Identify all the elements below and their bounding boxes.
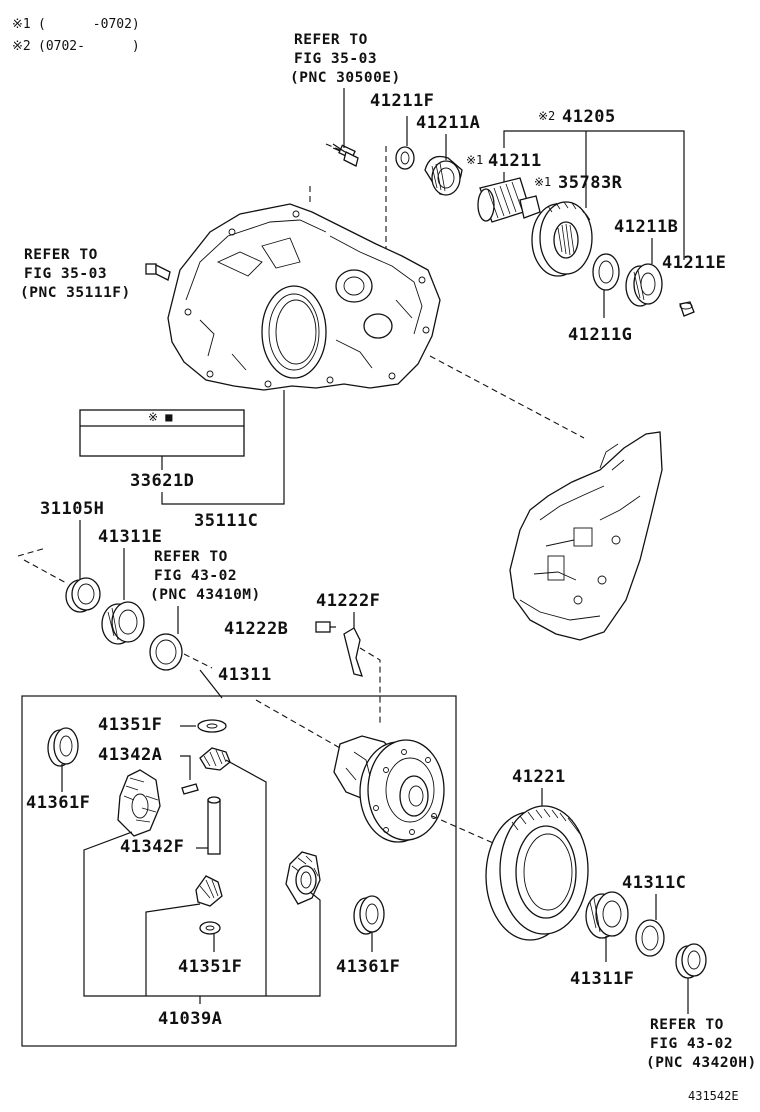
label-41351F-bottom[interactable]: 41351F [178,957,242,977]
label-41221[interactable]: 41221 [512,767,566,787]
label-41211-mark: ※1 [466,153,483,167]
label-41205-mark: ※2 [538,109,555,123]
label-41211B[interactable]: 41211B [614,217,678,237]
label-41211F-top[interactable]: 41211F [370,91,434,111]
figure-id: 431542E [688,1089,739,1103]
label-41311F[interactable]: 41311F [570,969,634,989]
label-41222F[interactable]: 41222F [316,591,380,611]
bearing-41311F-icon [585,891,629,939]
pin-41342A-icon [181,783,199,795]
effectivity-notes: ※1 ( -0702) ※2 (0702- ) [12,17,140,54]
shaft-gear-41211-icon [477,177,541,223]
note-1-range: ( -0702) [38,17,140,32]
label-41342A[interactable]: 41342A [98,745,162,765]
label-35783R-mark: ※1 [534,175,551,189]
ref-bottom-line1: REFER TO [650,1017,724,1033]
label-41205[interactable]: 41205 [562,107,616,127]
differential-case-icon [333,735,445,843]
lock-plate-41222F-icon [343,627,363,677]
ref-middle-line3: (PNC 43410M) [150,587,261,603]
transmission-assembly-icon [509,431,663,641]
bolt-top-icon [332,143,359,167]
seal-31105H-icon [65,577,101,613]
label-plate-33621D-icon: ※ ■ [79,409,245,457]
reference-bottom[interactable]: REFER TO FIG 43-02 (PNC 43420H) [646,1017,757,1071]
shim-ring-icon [149,633,183,671]
seal-41211F-top-icon [395,146,415,170]
transaxle-case-icon [167,203,441,391]
bearing-41211B-icon [625,263,663,307]
note-2-mark: ※2 [12,39,31,54]
label-41311[interactable]: 41311 [218,665,272,685]
pinion-shaft-41342F-icon [207,796,221,855]
label-41351F-top[interactable]: 41351F [98,715,162,735]
ref-left-line1: REFER TO [24,247,98,263]
bearing-41311E-icon [101,601,145,645]
note-2-range: (0702- ) [38,39,140,54]
label-35783R[interactable]: 35783R [558,173,623,193]
label-31105H[interactable]: 31105H [40,499,104,519]
ref-left-line3: (PNC 35111F) [20,285,131,301]
label-41211E[interactable]: 41211E [662,253,726,273]
shim-41311C-icon [635,919,665,957]
label-41361F-right[interactable]: 41361F [336,957,400,977]
side-gear-left-icon [117,769,161,837]
ref-middle-line2: FIG 43-02 [154,568,237,584]
ref-top-line2: FIG 35-03 [294,51,377,67]
label-plate-mark: ※ ■ [148,410,173,424]
reference-top[interactable]: REFER TO FIG 35-03 (PNC 30500E) [290,32,401,86]
driven-gear-35783R-icon [531,201,593,277]
label-41342F[interactable]: 41342F [120,837,184,857]
washer-41361F-left-icon [47,727,79,767]
bolt-41222B-icon [315,621,336,633]
washer-41351F-top-icon [197,719,227,733]
reference-left[interactable]: REFER TO FIG 35-03 (PNC 35111F) [20,247,131,301]
ring-gear-41221-icon [485,805,589,941]
seal-43420H-icon [675,943,707,979]
ref-middle-line1: REFER TO [154,549,228,565]
side-gear-right-icon [285,851,321,905]
label-41361F-left[interactable]: 41361F [26,793,90,813]
pinion-gear-bottom-icon [195,875,223,907]
ref-bottom-line3: (PNC 43420H) [646,1055,757,1071]
bearing-41211A-icon [424,155,463,196]
label-41222B[interactable]: 41222B [224,619,288,639]
reference-middle[interactable]: REFER TO FIG 43-02 (PNC 43410M) [150,549,261,603]
pinion-gear-top-icon [199,747,231,771]
differential-kit-box [21,695,457,1047]
label-41211G[interactable]: 41211G [568,325,632,345]
label-41311E[interactable]: 41311E [98,527,162,547]
ref-top-line1: REFER TO [294,32,368,48]
ref-left-line2: FIG 35-03 [24,266,107,282]
label-41211A[interactable]: 41211A [416,113,480,133]
cap-41211E-icon [679,301,695,317]
note-1-mark: ※1 [12,17,31,32]
washer-41351F-bottom-icon [199,921,221,935]
label-35111C[interactable]: 35111C [194,511,258,531]
washer-41361F-right-icon [353,895,385,935]
label-41211[interactable]: 41211 [488,151,542,171]
bolt-left-icon [145,263,171,281]
ref-top-line3: (PNC 30500E) [290,70,401,86]
seal-41211G-icon [592,253,620,291]
label-41311C[interactable]: 41311C [622,873,686,893]
ref-bottom-line2: FIG 43-02 [650,1036,733,1052]
label-33621D[interactable]: 33621D [130,471,194,491]
label-41039A[interactable]: 41039A [158,1009,222,1029]
